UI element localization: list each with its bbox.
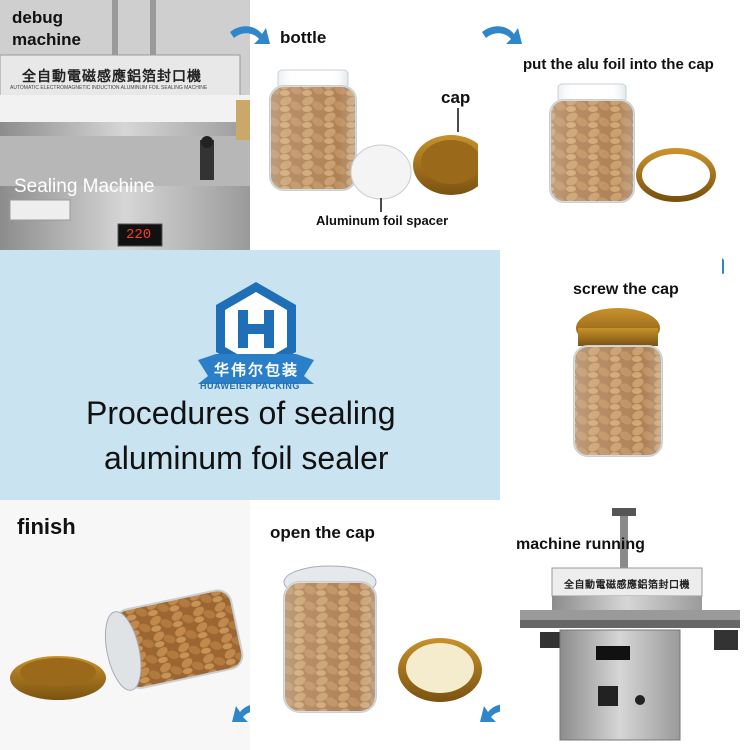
debug-sign-subtext: AUTOMATIC ELECTROMAGNETIC INDUCTION ALUM… xyxy=(10,85,208,91)
running-machine-photo xyxy=(520,508,740,741)
sealing-machine-overlay-text: Sealing Machine xyxy=(14,176,155,197)
brand-english-name: HUAWEIER PACKING xyxy=(200,381,300,391)
alu-foil-label: put the alu foil into the cap xyxy=(523,56,714,73)
debug-label-line2: machine xyxy=(12,30,81,49)
bottle-label: bottle xyxy=(280,28,327,47)
running-sign: 全自動電磁感應鋁箔封口機 xyxy=(564,580,690,591)
title-panel: 华伟尔包装 HUAWEIER PACKING Procedures of sea… xyxy=(0,250,500,500)
screw-cap-label: screw the cap xyxy=(573,281,679,298)
temperature-display: 220 xyxy=(126,227,152,243)
alu-foil-panel: put the alu foil into the cap xyxy=(500,0,750,250)
open-cap-panel: open the cap xyxy=(250,500,500,750)
finish-panel: finish xyxy=(0,500,250,750)
machine-running-label: machine running xyxy=(516,536,645,553)
screw-cap-panel: screw the cap xyxy=(500,250,750,500)
bottle-panel: bottle cap Aluminum foil spacer xyxy=(258,0,478,250)
finished-jar-photo xyxy=(10,589,244,700)
aluminum-foil-spacer-label: Aluminum foil spacer xyxy=(316,213,449,228)
bottle-cap-photo xyxy=(269,69,478,212)
machine-running-panel: 全自動電磁感應鋁箔封口機 全自動電磁感應鋁箔封口機 machine runnin… xyxy=(500,500,750,750)
screwed-jar-photo xyxy=(573,308,663,457)
brand-chinese-name: 华伟尔包装 xyxy=(214,362,300,379)
debug-label-line1: debug xyxy=(12,8,63,27)
finish-label: finish xyxy=(17,514,76,539)
cap-label: cap xyxy=(441,88,471,107)
debug-sign-text: 全自動電磁感應鋁箔封口機 xyxy=(22,68,202,84)
debug-machine-panel: 全自動電磁感應鋁箔封口機 AUTOMATIC ELECTROMAGNETIC I… xyxy=(0,0,250,250)
foil-cap-photo xyxy=(549,83,716,203)
opened-jar-photo xyxy=(283,565,482,713)
brand-logo xyxy=(198,282,314,384)
open-cap-label: open the cap xyxy=(270,523,375,542)
sealing-machine-photo xyxy=(0,0,250,250)
title-line2: aluminum foil sealer xyxy=(104,440,389,476)
title-line1: Procedures of sealing xyxy=(86,395,396,431)
